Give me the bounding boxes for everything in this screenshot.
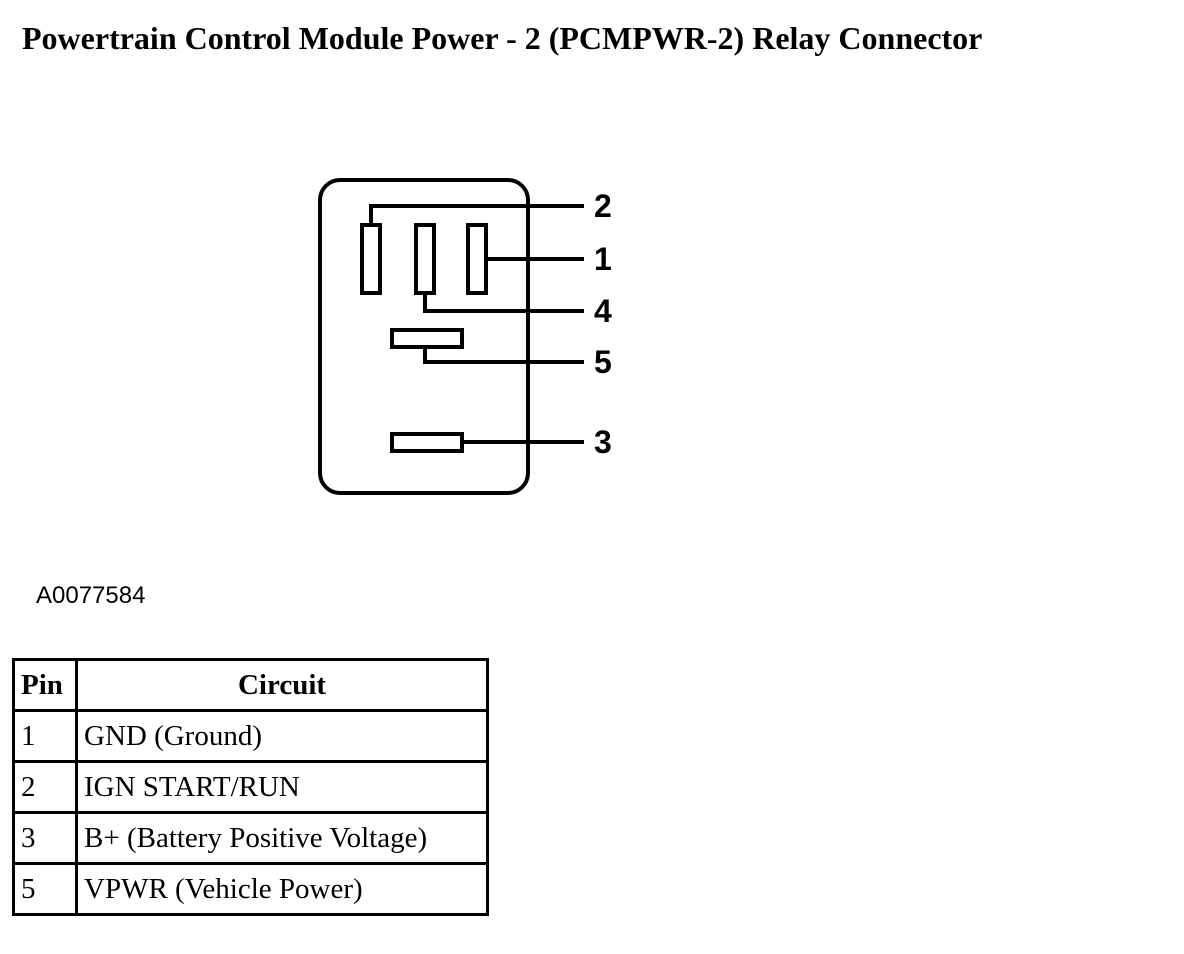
terminal-4 (414, 223, 436, 295)
circuit-cell: IGN START/RUN (75, 760, 489, 814)
figure-id: A0077584 (36, 582, 146, 609)
pin-cell: 2 (12, 760, 78, 814)
relay-connector-diagram: 2 1 4 5 3 (318, 178, 612, 495)
pin-cell: 1 (12, 709, 78, 763)
pin-callout-1: 1 (594, 241, 612, 277)
pin-callout-3: 3 (594, 424, 612, 460)
table-row: 3 B+ (Battery Positive Voltage) (12, 811, 489, 865)
table-row: 1 GND (Ground) (12, 709, 489, 763)
pin-circuit-table: Pin Circuit 1 GND (Ground) 2 IGN START/R… (12, 658, 489, 916)
table-row: 2 IGN START/RUN (12, 760, 489, 814)
connector-housing (318, 178, 530, 495)
terminal-3 (390, 432, 464, 453)
column-header-circuit: Circuit (75, 658, 489, 712)
pin-callout-5: 5 (594, 344, 612, 380)
leader-line-pin-5 (423, 347, 584, 364)
leader-line-pin-2 (369, 204, 584, 225)
circuit-cell: GND (Ground) (75, 709, 489, 763)
leader-line-pin-4 (423, 293, 584, 313)
pin-cell: 3 (12, 811, 78, 865)
terminal-5 (390, 328, 464, 349)
terminal-2 (360, 223, 382, 295)
table-header-row: Pin Circuit (12, 658, 489, 712)
pin-callout-4: 4 (594, 293, 612, 329)
table-row: 5 VPWR (Vehicle Power) (12, 862, 489, 916)
terminal-1 (466, 223, 488, 295)
pin-cell: 5 (12, 862, 78, 916)
circuit-cell: B+ (Battery Positive Voltage) (75, 811, 489, 865)
circuit-cell: VPWR (Vehicle Power) (75, 862, 489, 916)
column-header-pin: Pin (12, 658, 78, 712)
pin-callout-2: 2 (594, 188, 612, 224)
page-title: Powertrain Control Module Power - 2 (PCM… (22, 20, 983, 56)
